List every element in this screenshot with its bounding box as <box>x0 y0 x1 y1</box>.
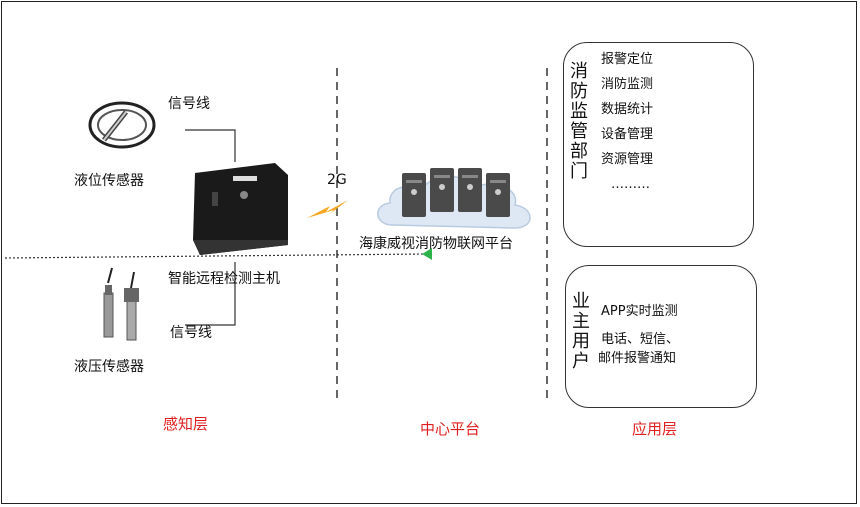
signal-line-top <box>185 129 236 162</box>
lightning-bolt-icon <box>307 200 348 218</box>
link-2g-label: 2G <box>327 172 347 188</box>
perception-layer-label: 感知层 <box>163 415 209 433</box>
function-item: 消防监测 <box>601 77 654 92</box>
host-label: 智能远程检测主机 <box>168 271 280 287</box>
owner-panel <box>565 265 757 408</box>
signal-line-bottom-label: 信号线 <box>170 325 212 341</box>
network-dotted-line <box>4 253 426 259</box>
cloud-servers-icon <box>377 168 531 229</box>
arrow-head-icon <box>422 248 432 260</box>
owner-alarm-line: 邮件报警通知 <box>598 351 677 366</box>
signal-line-top-label: 信号线 <box>168 96 210 112</box>
signal-line-bottom <box>185 262 236 326</box>
fire-dept-panel <box>563 42 754 247</box>
level-sensor-icon <box>88 101 156 149</box>
fire-dept-function-list: 报警定位 消防监测 数据统计 设备管理 资源管理 ……… <box>601 47 653 197</box>
owner-contact-line: 电话、短信、 <box>601 332 680 347</box>
host-device-icon <box>193 163 288 255</box>
function-item: ……… <box>611 177 650 192</box>
owner-title: 业主用户 <box>572 291 590 372</box>
fire-dept-title: 消防监管部门 <box>570 61 588 182</box>
level-sensor-label: 液位传感器 <box>74 173 144 189</box>
pressure-sensor-label: 液压传感器 <box>74 359 144 375</box>
pressure-sensor-icon <box>103 267 139 341</box>
function-item: 报警定位 <box>601 52 654 67</box>
center-platform-label: 中心平台 <box>420 420 481 438</box>
owner-app-monitor: APP实时监测 <box>601 304 678 319</box>
application-layer-label: 应用层 <box>632 420 678 438</box>
function-item: 数据统计 <box>601 102 654 117</box>
function-item: 资源管理 <box>601 152 654 167</box>
function-item: 设备管理 <box>601 127 654 142</box>
platform-label: 海康威视消防物联网平台 <box>359 236 513 252</box>
